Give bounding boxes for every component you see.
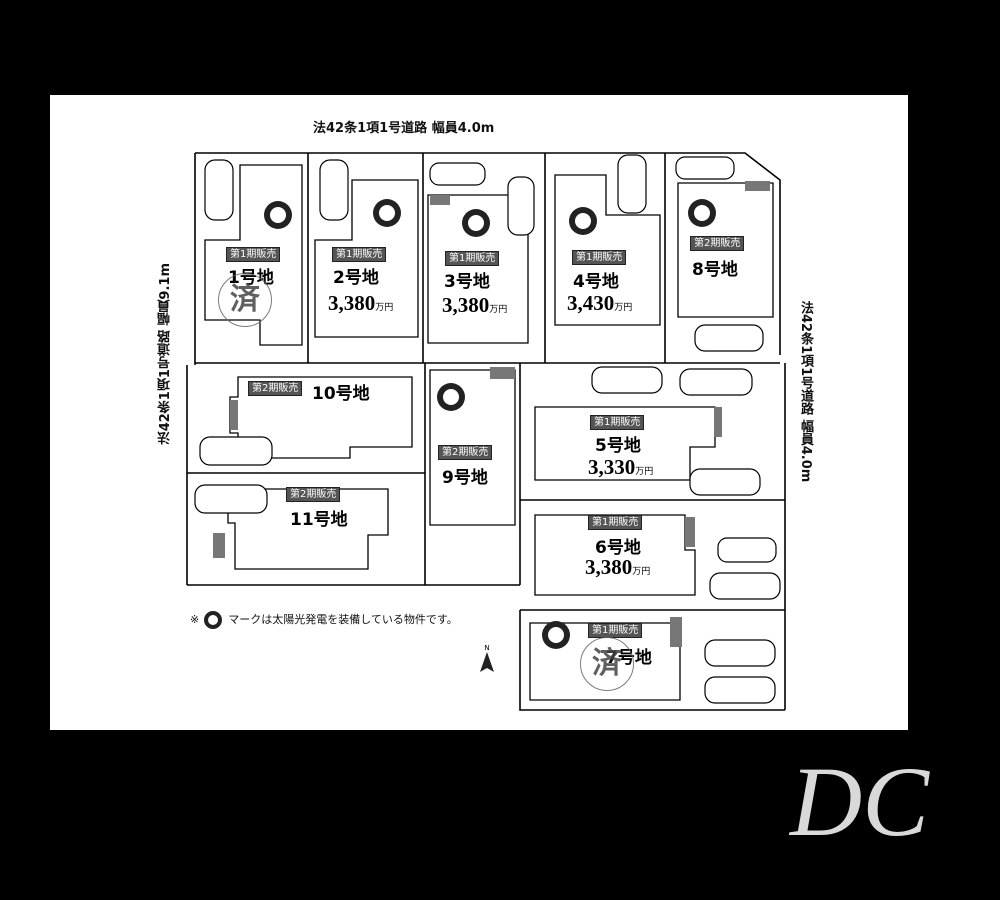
north-arrow-icon: N	[480, 644, 494, 672]
logo-text: DC	[788, 746, 930, 857]
solar-mark-lot-7	[542, 621, 570, 649]
road-label-right: 法42条1項1号道路 幅員4.0m	[798, 301, 813, 483]
sold-stamp: 済	[580, 637, 634, 691]
lot-label: 2号地	[333, 268, 379, 288]
parking-cars	[194, 154, 781, 704]
solar-mark-icon	[203, 611, 222, 629]
lot-label: 3号地	[444, 272, 490, 292]
solar-mark-lot-1	[264, 201, 292, 229]
lot-label: 4号地	[573, 272, 619, 292]
note-prefix: ※	[190, 613, 200, 626]
note-text: マークは太陽光発電を装備している物件です。	[228, 613, 458, 626]
site-plan-lines	[186, 152, 786, 711]
solar-legend-note: ※ マークは太陽光発電を装備している物件です。	[190, 610, 458, 630]
solar-mark-lot-3	[462, 209, 490, 237]
solar-mark-lot-9	[437, 383, 465, 411]
solar-mark-lot-8	[688, 199, 716, 227]
lot-label: 6号地	[595, 538, 641, 558]
hatch-marks	[213, 181, 770, 647]
lot-stage: 第1期販売	[588, 515, 643, 530]
lot-stage: 第1期販売	[445, 251, 500, 266]
lot-stage: 第2期販売	[690, 236, 745, 251]
compass-label: N	[484, 644, 489, 652]
solar-marks	[264, 199, 716, 649]
site-plan: 法42条1項1号道路 幅員4.0m 法42条1項1号道路 幅員9.1m 法42条…	[50, 95, 908, 730]
lot-stage: 第1期販売	[588, 623, 643, 638]
sold-stamp: 済	[218, 273, 272, 327]
lot-stage: 第1期販売	[226, 247, 281, 262]
lot-stage: 第2期販売	[438, 445, 493, 460]
lot-price: 3,330万円	[588, 455, 654, 479]
lot-label: 5号地	[595, 436, 641, 456]
lot-price: 3,430万円	[567, 291, 633, 315]
lot-label: 11号地	[290, 510, 348, 530]
lot-stage: 第2期販売	[286, 487, 341, 502]
lot-stage: 第1期販売	[332, 247, 387, 262]
solar-mark-lot-2	[373, 199, 401, 227]
road-label-left: 法42条1項1号道路 幅員9.1m	[158, 263, 173, 445]
lot-price: 3,380万円	[328, 291, 394, 315]
lot-label: 9号地	[442, 468, 488, 488]
lot-label: 8号地	[692, 260, 738, 280]
lot-label: 10号地	[312, 384, 370, 404]
road-label-top: 法42条1項1号道路 幅員4.0m	[313, 121, 495, 136]
lot-stage: 第1期販売	[590, 415, 645, 430]
dc-logo: DC	[788, 746, 930, 857]
solar-mark-lot-4	[569, 207, 597, 235]
lot-price: 3,380万円	[585, 555, 651, 579]
lot-stage: 第1期販売	[572, 250, 627, 265]
lot-price: 3,380万円	[442, 293, 508, 317]
lot-stage: 第2期販売	[248, 381, 303, 396]
